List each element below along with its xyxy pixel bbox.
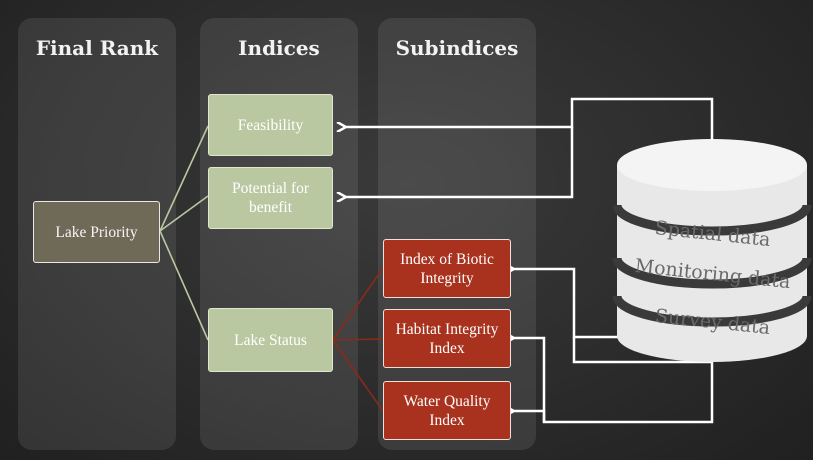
- final-rank-heading: Final Rank: [35, 36, 159, 60]
- subindices-heading: Subindices: [395, 36, 519, 60]
- lake-status-box: Lake Status: [208, 308, 333, 372]
- lake-priority-box: Lake Priority: [33, 201, 160, 263]
- connector-layer: Spatial data Monitoring data Survey data: [159, 97, 812, 424]
- arrow-to-habitat: [512, 337, 714, 424]
- indices-column: Indices: [200, 18, 358, 450]
- status-tree-lines: [332, 267, 384, 412]
- index-of-biotic-integrity-box: Index of Biotic Integrity: [383, 239, 511, 298]
- habitat-integrity-index-box: Habitat Integrity Index: [383, 309, 511, 368]
- indices-heading: Indices: [238, 36, 320, 60]
- feasibility-box: Feasibility: [208, 94, 333, 156]
- arrow-to-feasibility: [344, 97, 714, 146]
- water-quality-index-box: Water Quality Index: [383, 381, 511, 440]
- arrow-to-water-quality: [512, 411, 546, 422]
- priority-tree-lines: [159, 125, 209, 341]
- diagram-slide: Final Rank Indices Subindices: [0, 0, 813, 460]
- database-icon: Spatial data Monitoring data Survey data: [612, 139, 812, 362]
- potential-for-benefit-box: Potential for benefit: [208, 167, 333, 229]
- arrow-to-potential: [344, 127, 574, 197]
- data-flow-arrows: [344, 97, 714, 424]
- arrow-to-biotic: [512, 269, 618, 339]
- subindices-column: Subindices: [378, 18, 536, 450]
